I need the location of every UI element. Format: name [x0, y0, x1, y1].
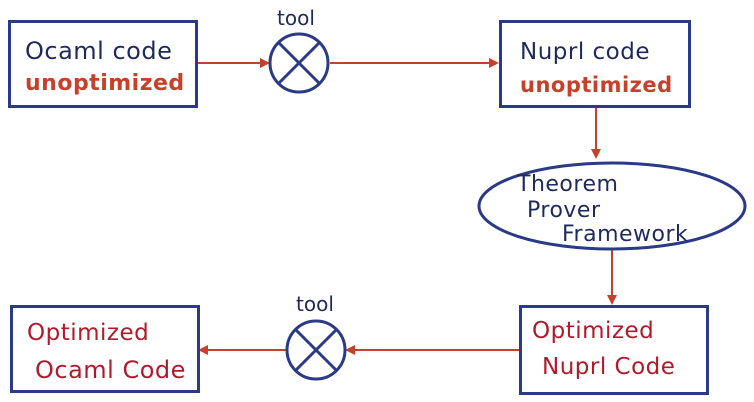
ocaml-unoptimized-line2: unoptimized: [25, 71, 185, 96]
nuprl-optimized-box: Optimized Nuprl Code: [519, 305, 709, 395]
tool-symbol-bottom: [285, 319, 347, 381]
ocaml-unoptimized-box: Ocaml code unoptimized: [8, 20, 198, 108]
nuprl-unoptimized-line2: unoptimized: [520, 73, 673, 97]
ocaml-optimized-line1: Optimized: [27, 320, 150, 346]
tool-symbol-top: [268, 32, 330, 94]
nuprl-optimized-line1: Optimized: [532, 318, 655, 344]
ocaml-unoptimized-line1: Ocaml code: [25, 37, 173, 65]
theorem-prover-line3: Framework: [562, 222, 689, 247]
theorem-prover-ellipse: [477, 161, 747, 251]
theorem-prover-line1: Theorem: [517, 172, 619, 197]
ocaml-optimized-line2: Ocaml Code: [35, 356, 186, 384]
theorem-prover-line2: Prover: [527, 198, 601, 223]
tool-label-top: tool: [277, 6, 315, 30]
nuprl-unoptimized-box: Nuprl code unoptimized: [499, 20, 691, 108]
nuprl-optimized-line2: Nuprl Code: [542, 354, 676, 380]
tool-label-bottom: tool: [296, 292, 334, 316]
ocaml-optimized-box: Optimized Ocaml Code: [10, 305, 200, 393]
nuprl-unoptimized-line1: Nuprl code: [520, 39, 651, 65]
